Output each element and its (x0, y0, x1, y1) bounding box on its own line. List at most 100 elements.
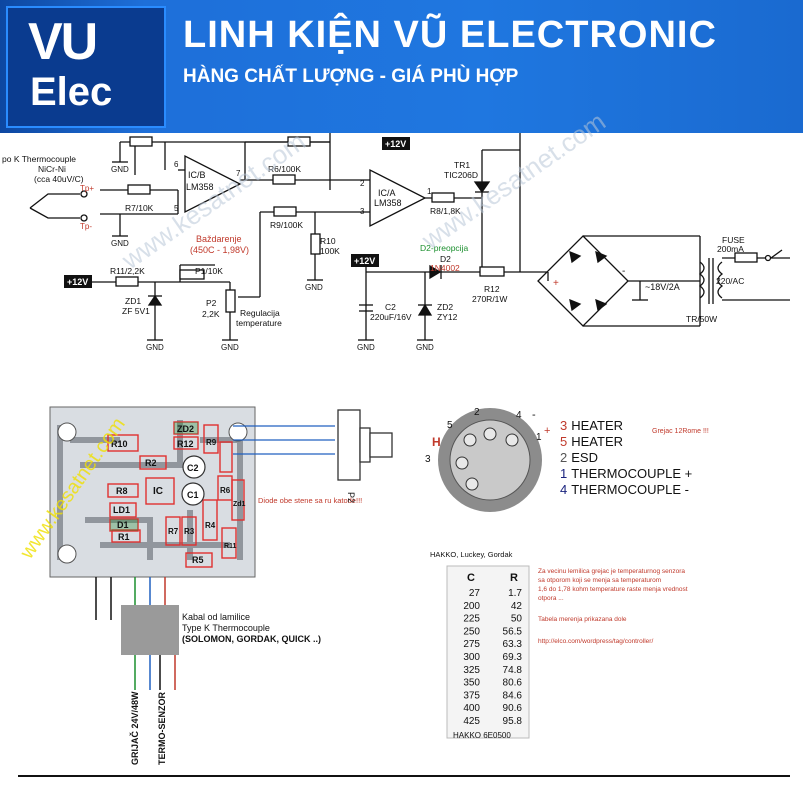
cable-label-3: (SOLOMON, GORDAK, QUICK ..) (182, 634, 321, 644)
logo-text-vu: VU (28, 13, 98, 71)
plus12-label-3: +12V (354, 256, 375, 266)
input-label-2: NiCr-Ni (38, 164, 66, 174)
gnd-label-1: GND (111, 165, 129, 174)
plus12-tag-1 (382, 137, 410, 150)
table-cell-resistance: 80.6 (503, 678, 523, 689)
table-cell-temp: 250 (463, 626, 480, 637)
gnd-label-6: GND (357, 343, 375, 352)
pcb-label-zd2: ZD2 (177, 424, 194, 434)
table-cell-temp: 350 (463, 678, 480, 689)
ground-labels: GND GND GND GND GND GND GND (111, 165, 434, 352)
logo-text-elec: Elec (30, 70, 113, 114)
fuse-label-2: 200mA (717, 244, 744, 254)
tp-minus-label: Tp- (80, 222, 92, 231)
p2-label-b: 2,2K (202, 309, 220, 319)
table-cell-temp: 200 (463, 601, 480, 612)
d2-label-b: 1N4002 (430, 263, 460, 273)
supply-tags: +12V +12V +12V (64, 137, 410, 288)
plug-minus-sign: - (532, 409, 536, 421)
vac-label: ~18V/2A (645, 282, 680, 292)
table-frame (446, 565, 530, 739)
zd2-label-b: ZY12 (437, 312, 458, 322)
shop-banner: VU Elec LINH KIỆN VŨ ELECTRONIC HÀNG CHẤ… (0, 0, 803, 133)
wire-label-sensor: TERMO-SENZOR (157, 692, 167, 765)
c2-label-b: 220uF/16V (370, 312, 412, 322)
plug-pin-num-5: 5 (447, 420, 453, 431)
diode-d2 (429, 264, 442, 280)
pcb-label-ld1: LD1 (113, 505, 130, 515)
plus12-label-2: +12V (67, 277, 88, 287)
table-cell-temp: 275 (463, 639, 480, 650)
r12-label-a: R12 (484, 284, 500, 294)
tr1-label-a: TR1 (454, 160, 470, 170)
plus12-tag-2 (64, 275, 92, 288)
pcb-label-r5: R5 (192, 555, 204, 565)
r6-label: R6/100K (268, 164, 301, 174)
calibration-label-1: Baždarenje (196, 234, 242, 244)
legend-num-4: 1 (560, 466, 567, 481)
d2-note: D2-preopcija (420, 243, 468, 253)
cable-label-2: Type K Thermocouple (182, 623, 270, 633)
zd1-label-a: ZD1 (125, 296, 141, 306)
fuse-label-1: FUSE (722, 235, 745, 245)
table-cell-temp: 225 (463, 614, 480, 625)
gnd-label-4: GND (146, 343, 164, 352)
note-line-5: Tabela merenja prikazana dole (538, 616, 627, 623)
legend-num-1: 3 (560, 418, 567, 433)
transformer (698, 249, 783, 304)
potentiometer-p2 (225, 289, 236, 313)
r10-label-a: R10 (320, 236, 336, 246)
capacitor-top (287, 136, 311, 147)
opamp-ica-part: LM358 (374, 198, 402, 208)
zener-zd1 (147, 294, 163, 306)
diode-note: Diode obe stene sa ru katode!!! (258, 496, 362, 505)
table-caption: HAKKO, Luckey, Gordak (430, 550, 513, 559)
pcb-component-outlines (107, 421, 245, 568)
opamp-ica-label: IC/A (378, 188, 396, 198)
pcb-label-c2: C2 (187, 463, 199, 473)
gnd-label-3: GND (305, 283, 323, 292)
resistor-r9 (273, 206, 297, 217)
tp-plus-label: Tp+ (80, 184, 94, 193)
pcb-capacitors (181, 455, 206, 506)
input-label-1: po K Thermocouple (2, 154, 76, 164)
plus12-label-1: +12V (385, 139, 406, 149)
pcb-label-r11: R11 (224, 543, 237, 550)
table-cell-resistance: 42 (511, 601, 523, 612)
table-cell-resistance: 74.8 (503, 665, 523, 676)
table-footer: HAKKO 6E0500 (453, 731, 511, 740)
legend-num-2: 5 (560, 434, 567, 449)
zener-zd2 (417, 303, 433, 316)
cable-block (121, 605, 179, 655)
mount-hole-1 (57, 422, 77, 442)
zd1-label-b: ZF 5V1 (122, 306, 150, 316)
cable-wires (95, 577, 176, 690)
potentiometer-p1 (179, 269, 205, 280)
regulation-label-2: temperature (236, 318, 282, 328)
pcb-part-labels: R10 ZD2 R12 R2 C2 R9 R8 IC C1 R6 LD1 Zd1… (111, 424, 246, 565)
pin3-label: 3 (360, 207, 365, 216)
circuit-wires (90, 133, 790, 340)
calibration-label-2: (450C - 1,98V) (190, 245, 249, 255)
c2-label-a: C2 (385, 302, 396, 312)
resistor-r7 (127, 184, 151, 195)
opamp-icb-label: IC/B (188, 170, 206, 180)
table-cell-temp: 375 (463, 690, 480, 701)
table-cell-resistance: 90.6 (503, 703, 523, 714)
pcb-layout: R10 ZD2 R12 R2 C2 R9 R8 IC C1 R6 LD1 Zd1… (49, 406, 393, 765)
table-cell-resistance: 50 (511, 614, 523, 625)
pcb-label-r9: R9 (206, 438, 217, 447)
pcb-label-d1: D1 (117, 520, 129, 530)
r10-label-b: 100K (320, 246, 340, 256)
regulation-label-1: Regulacija (240, 308, 280, 318)
resistor-r10 (310, 233, 321, 255)
resistor-r11 (115, 276, 139, 287)
legend-num-3: 2 (560, 450, 567, 465)
plus12-tag-3 (351, 254, 379, 267)
note-line-3: 1,6 do 1,78 kohm temperature raste menja… (538, 586, 688, 593)
pin5-label: 5 (174, 204, 179, 213)
